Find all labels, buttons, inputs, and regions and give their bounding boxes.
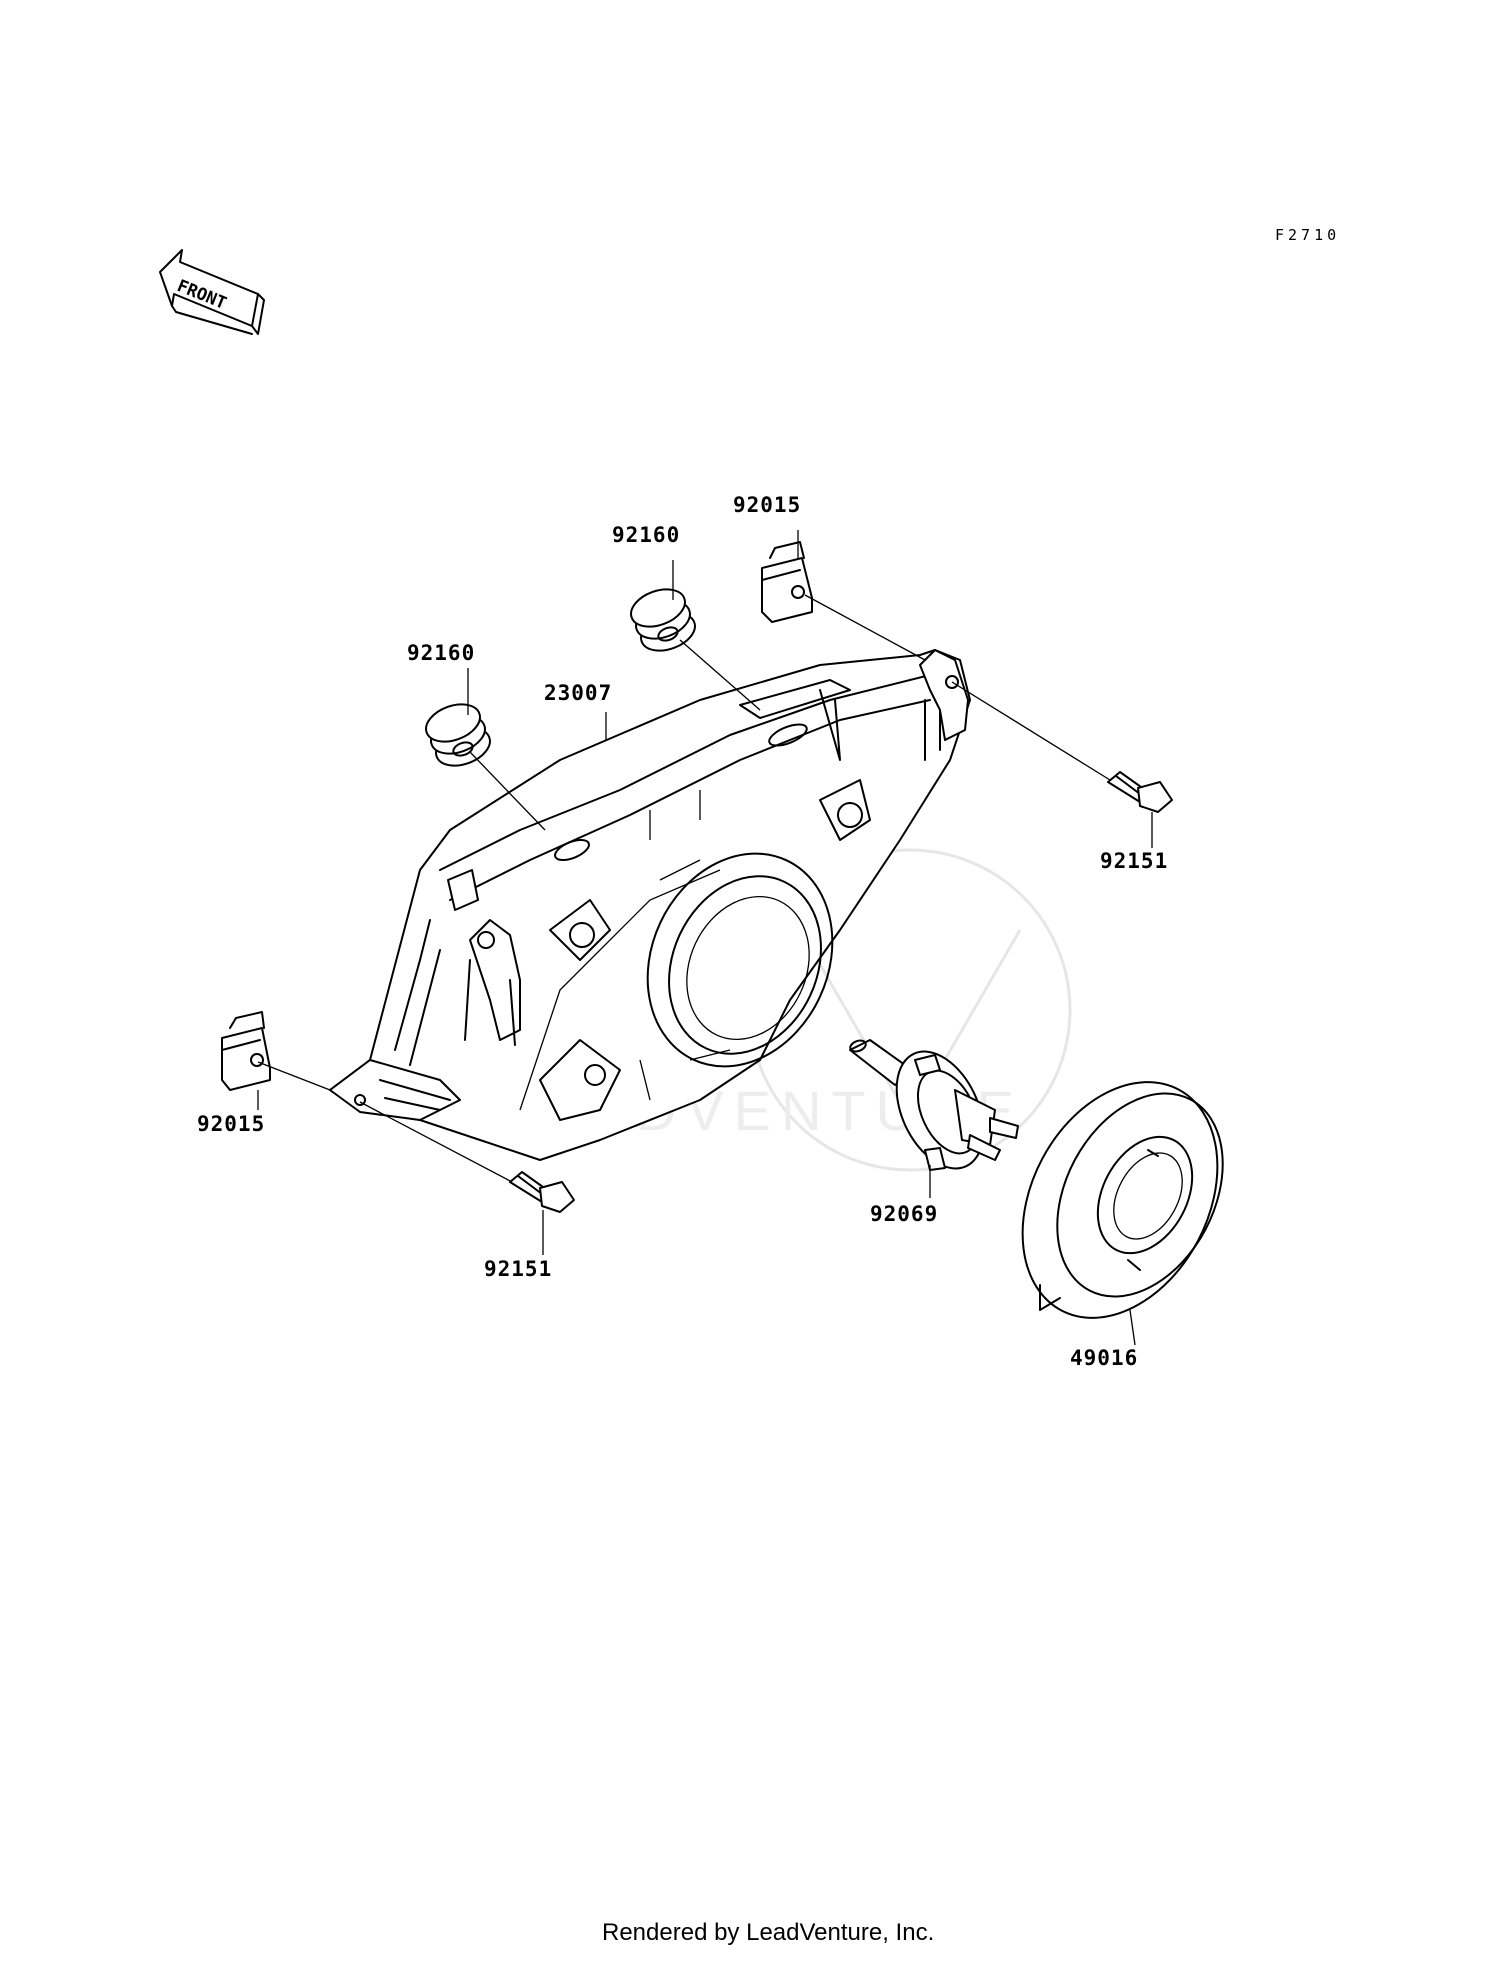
part-label-92151-left: 92151: [484, 1257, 552, 1281]
bolt-left-drawing: [509, 1171, 575, 1213]
part-label-92015-left: 92015: [197, 1112, 265, 1136]
bulb-drawing: [849, 1039, 1019, 1171]
part-label-92160-left: 92160: [407, 641, 475, 665]
bolt-right-drawing: [1107, 771, 1173, 813]
reference-code: F2710: [1275, 226, 1340, 244]
grommet-upper-drawing: [630, 588, 696, 652]
part-label-92015-upper: 92015: [733, 493, 801, 517]
part-label-92069: 92069: [870, 1202, 938, 1226]
part-label-49016: 49016: [1070, 1346, 1138, 1370]
leader-lines: [257, 530, 1153, 1346]
clip-nut-left-drawing: [221, 1011, 271, 1091]
boot-drawing: [1021, 1081, 1224, 1319]
part-label-92160-upper: 92160: [612, 523, 680, 547]
grommet-left-drawing: [425, 703, 491, 767]
part-label-92151-right: 92151: [1100, 849, 1168, 873]
front-label: FRONT: [174, 276, 229, 314]
part-label-23007: 23007: [544, 681, 612, 705]
part-labels: 92015 92160 92160 23007 92151 92015 9215…: [197, 493, 1168, 1370]
front-arrow-icon: FRONT: [159, 249, 265, 335]
render-credit: Rendered by LeadVenture, Inc.: [602, 1919, 934, 1946]
clip-nut-upper-drawing: [761, 541, 813, 623]
headlight-housing-drawing: [329, 649, 971, 1161]
